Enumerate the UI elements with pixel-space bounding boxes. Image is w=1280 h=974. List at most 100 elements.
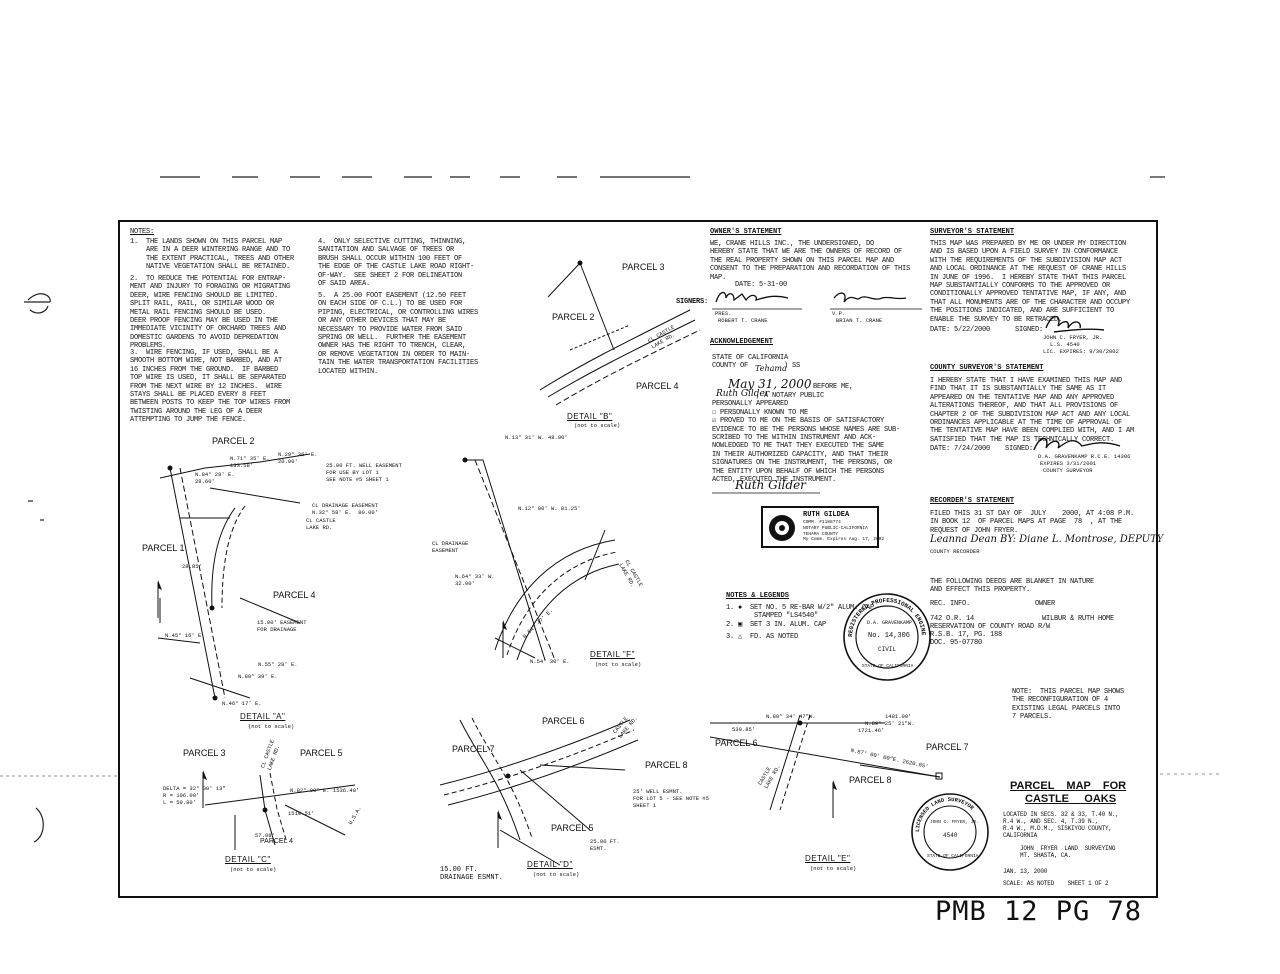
- legend-heading: NOTES & LEGENDS: [726, 592, 790, 600]
- deeds-row-3: R.S.B. 17, PG. 188: [930, 631, 1003, 639]
- detail-b-drawing: [539, 260, 701, 406]
- owners-statement-heading: OWNER'S STATEMENT: [710, 228, 782, 236]
- title-line-1: PARCEL MAP FOR: [1010, 780, 1127, 792]
- title-scale-sheet: SCALE: AS NOTED SHEET 1 OF 2: [1003, 880, 1109, 887]
- detail-c-parcel-5: PARCEL 5: [300, 748, 343, 758]
- detail-a-title: DETAIL "A": [240, 712, 286, 721]
- county-surveyor-signature: [1033, 437, 1121, 451]
- surveyor-date: DATE: 5/22/2000: [930, 326, 991, 334]
- surveyor-ls: L.S. 4540: [1050, 341, 1080, 348]
- deeds-row-1: 742 O.R. 14 WILBUR & RUTH HOME: [930, 615, 1115, 623]
- engineer-seal: REGISTERED PROFESSIONAL ENGINEER D.A. GR…: [840, 587, 932, 682]
- detail-e-title: DETAIL "E": [805, 854, 851, 863]
- deeds-row-4: DOC. 95-07780: [930, 639, 983, 647]
- ack-notary-name: Ruth Gilder: [716, 389, 770, 399]
- deeds-col-rec-info: REC. INFO.: [930, 600, 971, 608]
- ack-county: COUNTY OF ) SS: [712, 362, 801, 370]
- notes-heading: NOTES:: [130, 228, 155, 236]
- detail-f-bearing-5: N.54° 30' E.: [530, 658, 570, 665]
- north-arrow-icon: [497, 810, 502, 848]
- notary-seal-lines: COMM. #1188774 NOTARY PUBLIC-CALIFORNIA …: [803, 520, 885, 543]
- deeds-intro: THE FOLLOWING DEEDS ARE BLANKET IN NATUR…: [930, 578, 1095, 595]
- detail-f-drainage-easement: CL DRAINAGE EASEMENT: [432, 540, 469, 554]
- detail-d-parcel-5: PARCEL 5: [551, 823, 594, 833]
- detail-f-bearing-1: N.13° 31' W. 48.90': [505, 434, 568, 441]
- detail-c-parcel-4: PARCEL 4: [260, 838, 294, 845]
- detail-e-parcel-8: PARCEL 8: [849, 775, 892, 785]
- north-arrow-icon: [157, 580, 162, 618]
- legend-item-1: 1. ● SET NO. 5 RE-BAR W/2" ALUM. CAP STA…: [726, 604, 875, 621]
- detail-a-dim-3: N.55° 28' E.: [258, 661, 298, 668]
- notary-seal-emblem: [769, 515, 795, 541]
- county-surveyor-heading: COUNTY SURVEYOR'S STATEMENT: [930, 364, 1044, 372]
- note-5: 5. A 25.00 FOOT EASEMENT (12.50 FEET ON …: [318, 292, 479, 376]
- detail-f-drawing: [462, 457, 620, 661]
- detail-c-parcel-3: PARCEL 3: [183, 748, 226, 758]
- deeds-row-2: RESERVATION OF COUNTY ROAD R/W: [930, 623, 1051, 631]
- detail-b-title: DETAIL "B": [567, 412, 613, 421]
- county-surveyor-name: D.A. GRAVENKAMP R.C.E. 14306: [1038, 453, 1131, 460]
- detail-a-drainage-easement: CL DRAINAGE EASEMENT N.32° 58' E. 80.00': [312, 502, 379, 516]
- detail-f-bearing-3: N.64° 33' W. 32.00': [455, 573, 495, 587]
- surveyor-signature: [1045, 315, 1105, 333]
- detail-c-bearing-2: 1510.51': [288, 810, 315, 817]
- detail-e-parcel-6: PARCEL 6: [715, 738, 758, 748]
- detail-c-not-to-scale: (not to scale): [230, 866, 277, 873]
- recorder-heading: RECORDER'S STATEMENT: [930, 497, 1015, 505]
- ack-state: STATE OF CALIFORNIA: [712, 354, 789, 362]
- detail-b-not-to-scale: (not to scale): [574, 422, 621, 429]
- detail-f-bearing-2: N.12° 00' W. 81.25': [518, 505, 581, 512]
- detail-a-dim-4: N.89° 39' E.: [238, 673, 278, 680]
- county-surveyor-title: COUNTY SURVEYOR: [1043, 467, 1093, 474]
- detail-a-drawing: [157, 453, 311, 701]
- detail-e-parcel-7: PARCEL 7: [926, 742, 969, 752]
- owners-date: DATE: 5-31-00: [735, 281, 788, 289]
- legend-item-3: 3. △ FD. AS NOTED: [726, 633, 799, 641]
- detail-a-dim-5: N.46° 17' E.: [222, 700, 262, 707]
- detail-e-bearing-2: N.89° 25' 21"W.: [865, 720, 915, 727]
- detail-a-not-to-scale: (not to scale): [248, 723, 295, 730]
- detail-d-easement: 25.00 FT. ESMT.: [590, 838, 620, 852]
- detail-e-bearing-1: N.89° 34' 47"W.: [766, 713, 816, 720]
- map-sheet-border: [118, 220, 1158, 898]
- detail-f-title: DETAIL "F": [590, 650, 635, 659]
- detail-a-parcel-4: PARCEL 4: [273, 590, 316, 600]
- ack-date-handwritten: May 31, 2000: [728, 377, 812, 391]
- north-arrow-icon: [502, 620, 507, 658]
- detail-a-dim-2: N.45° 16' E.: [165, 632, 205, 639]
- engineer-seal-name: D.A. GRAVENKAMP: [867, 620, 913, 626]
- acknowledgement-heading: ACKNOWLEDGEMENT: [710, 338, 774, 346]
- detail-c-title: DETAIL "C": [225, 855, 271, 864]
- signer2-title: V.P.: [832, 310, 846, 317]
- surveyor-seal-number: 4540: [943, 832, 958, 839]
- engineer-seal-number: No. 14,306: [868, 632, 911, 640]
- notary-seal-name: RUTH GILDEA: [803, 511, 850, 519]
- surveyors-statement-body: THIS MAP WAS PREPARED BY ME OR UNDER MY …: [930, 240, 1131, 324]
- engineer-seal-civil: CIVIL: [878, 646, 897, 653]
- book-page-stamp: PMB 12 PG 78: [935, 896, 1143, 927]
- detail-d-parcel-7: PARCEL 7: [452, 744, 495, 754]
- detail-c-drawing: [204, 772, 356, 850]
- north-arrow-icon: [202, 770, 207, 808]
- county-surveyor-body: I HEREBY STATE THAT I HAVE EXAMINED THIS…: [930, 377, 1135, 444]
- detail-b-parcel-2: PARCEL 2: [552, 312, 595, 322]
- engineer-seal-state: STATE OF CALIFORNIA: [862, 664, 914, 669]
- detail-e-dim-3: 1721.46': [858, 727, 885, 734]
- owner-signature-1: [715, 291, 789, 303]
- title-firm: JOHN FRYER LAND SURVEYING MT. SHASTA, CA…: [1020, 845, 1116, 859]
- parcel-reconfiguration-note: NOTE: THIS PARCEL MAP SHOWS THE RECONFIG…: [1012, 688, 1125, 722]
- detail-d-parcel-8: PARCEL 8: [645, 760, 688, 770]
- county-surveyor-signed: SIGNED:: [1005, 445, 1034, 453]
- recorder-body: FILED THIS 31 ST DAY OF JULY 2000, AT 4:…: [930, 510, 1135, 535]
- surveyor-seal: LICENSED LAND SURVEYOR JOHN C. FRYER, JR…: [910, 792, 990, 872]
- note-3: 3. WIRE FENCING, IF USED, SHALL BE A SMO…: [130, 349, 291, 425]
- detail-e-dim-1: 530.85': [732, 726, 756, 733]
- county-surveyor-date: DATE: 7/24/2000: [930, 445, 991, 453]
- detail-f-not-to-scale: (not to scale): [595, 661, 642, 668]
- deeds-col-owner: OWNER: [1035, 600, 1056, 608]
- signature-lines: [712, 308, 922, 310]
- detail-b-parcel-3: PARCEL 3: [622, 262, 665, 272]
- detail-a-parcel-2: PARCEL 2: [212, 436, 255, 446]
- detail-d-not-to-scale: (not to scale): [533, 871, 580, 878]
